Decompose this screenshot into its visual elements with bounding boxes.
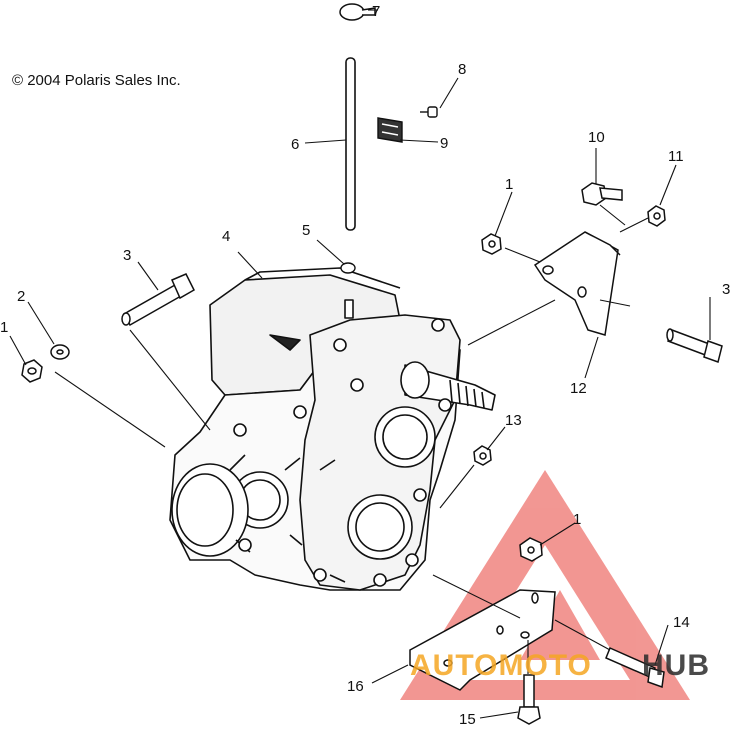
callout-3-left: 3 — [123, 247, 131, 264]
watermark-hub: HUB — [642, 649, 710, 682]
hose-clamp — [339, 3, 376, 21]
callout-13: 13 — [505, 412, 522, 429]
lower-nut — [519, 537, 543, 562]
bolt-right — [666, 328, 723, 363]
callout-1-left: 1 — [0, 319, 8, 336]
callout-16: 16 — [347, 678, 364, 695]
callout-11: 11 — [668, 148, 684, 165]
copyright-notice: © 2004 Polaris Sales Inc. — [12, 72, 181, 89]
leader-lines — [9, 9, 711, 719]
washer-and-nut-left — [21, 344, 70, 383]
bracket-nut — [647, 205, 666, 227]
bracket-bolt — [581, 182, 623, 206]
callout-5: 5 — [302, 222, 310, 239]
callout-14: 14 — [673, 614, 690, 631]
upper-nut — [481, 233, 502, 255]
bolt-left — [121, 273, 195, 327]
nut-13 — [473, 445, 492, 466]
lower-mount-bracket — [409, 589, 556, 691]
callout-1-top: 1 — [505, 176, 513, 193]
callout-numbers: 7 8 9 6 5 4 3 2 1 10 11 1 3 12 13 1 14 1… — [0, 3, 730, 728]
callout-15: 15 — [459, 711, 476, 726]
callout-10: 10 — [588, 129, 605, 146]
bolt-14 — [605, 646, 665, 689]
watermark-automoto: AUTOMOTO — [410, 649, 592, 682]
retaining-clip — [340, 262, 356, 274]
watermark-text: AUTOMOTO HUB — [410, 649, 710, 682]
callout-3-right: 3 — [722, 281, 730, 298]
upper-mount-bracket — [533, 231, 621, 336]
callout-2: 2 — [17, 288, 25, 305]
transmission-housing — [169, 267, 496, 591]
callout-7: 7 — [372, 3, 380, 20]
callout-8: 8 — [458, 61, 466, 78]
callout-4: 4 — [222, 228, 230, 245]
callout-12: 12 — [570, 380, 587, 397]
screw-and-clip — [377, 106, 438, 143]
callout-9: 9 — [440, 135, 448, 152]
bolt-15 — [517, 674, 541, 725]
callout-1-lower: 1 — [573, 511, 581, 528]
vent-tube — [345, 57, 356, 231]
callout-6: 6 — [291, 136, 299, 153]
